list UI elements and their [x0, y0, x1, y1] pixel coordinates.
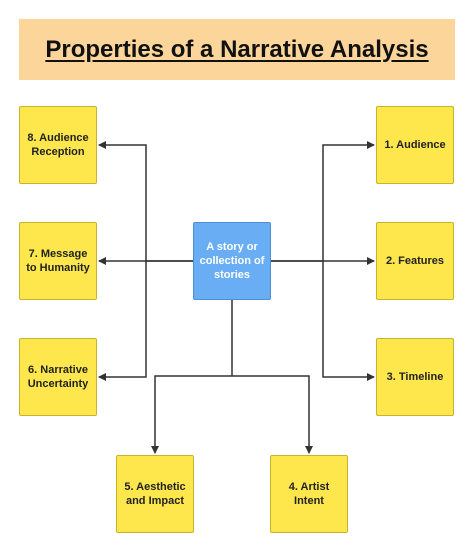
connector-to-uncertainty [98, 261, 147, 381]
connector-to-reception [98, 141, 193, 262]
node-timeline: 3. Timeline [376, 338, 454, 416]
node-features: 2. Features [376, 222, 454, 300]
node-aesthetic-label: 5. Aesthetic and Impact [124, 481, 186, 507]
node-artist-intent: 4. Artist Intent [270, 455, 348, 533]
node-aesthetic: 5. Aesthetic and Impact [116, 455, 194, 533]
center-node: A story or collection of stories [193, 222, 271, 300]
node-uncertainty-label: 6. Narrative Uncertainty [27, 364, 89, 390]
node-reception-label: 8. Audience Reception [27, 132, 89, 158]
node-features-label: 2. Features [385, 255, 445, 267]
node-artist-intent-label: 4. Artist Intent [288, 481, 330, 507]
connector-to-timeline [322, 261, 375, 381]
diagram-title: Properties of a Narrative Analysis [45, 35, 429, 63]
title-banner: Properties of a Narrative Analysis [19, 19, 455, 80]
node-message-label: 7. Message to Humanity [26, 248, 90, 274]
node-timeline-label: 3. Timeline [386, 371, 444, 383]
connector-to-artist-intent [232, 375, 313, 454]
connector-to-audience [271, 141, 375, 262]
node-uncertainty: 6. Narrative Uncertainty [19, 338, 97, 416]
connector-to-aesthetic [151, 375, 232, 454]
node-reception: 8. Audience Reception [19, 106, 97, 184]
node-message: 7. Message to Humanity [19, 222, 97, 300]
node-audience: 1. Audience [376, 106, 454, 184]
center-node-label: A story or collection of stories [199, 241, 265, 281]
node-audience-label: 1. Audience [384, 139, 446, 151]
